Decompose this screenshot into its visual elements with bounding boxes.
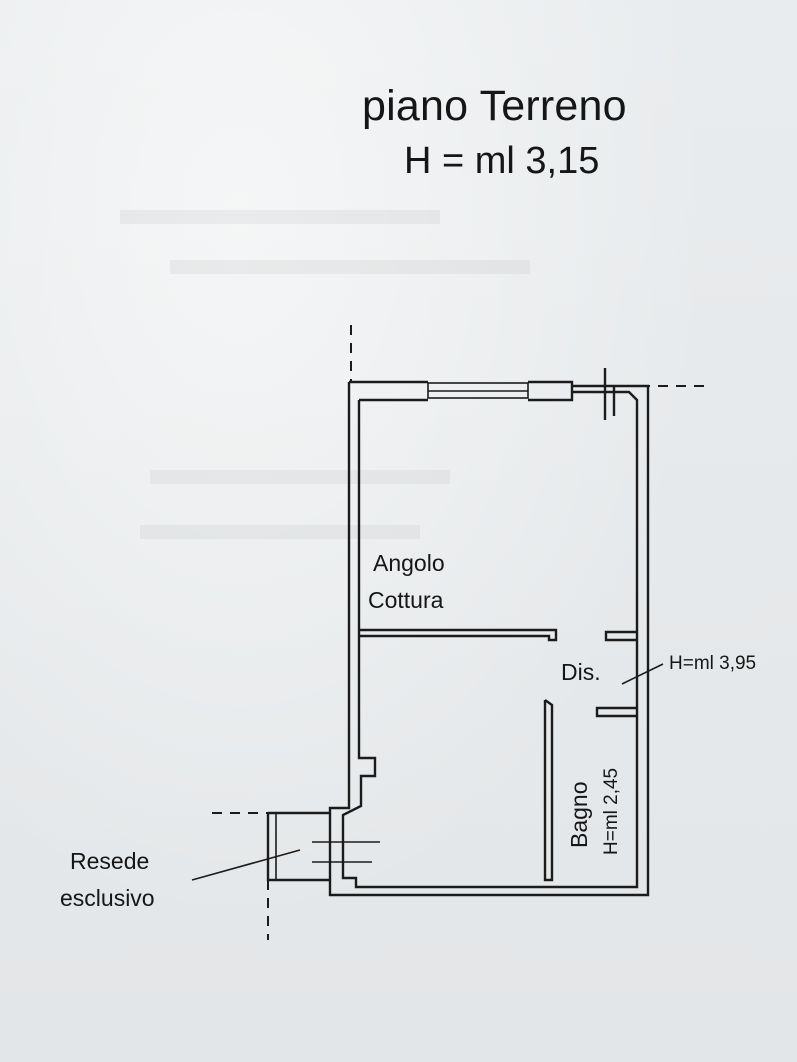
kitchen-label-line2: Cottura bbox=[368, 587, 444, 613]
bathroom-height-label: H=ml 2,45 bbox=[601, 767, 622, 855]
hall-wall-lower bbox=[595, 706, 637, 718]
floor-height: H = ml 3,15 bbox=[404, 140, 600, 182]
yard-label-line1: Resede bbox=[70, 848, 150, 874]
hall-height-label: H=ml 3,95 bbox=[669, 653, 757, 674]
floor-title: piano Terreno bbox=[362, 82, 627, 130]
outer-wall-inner bbox=[341, 390, 639, 889]
resede-leader bbox=[191, 849, 301, 881]
hall-label: Dis. bbox=[561, 659, 601, 685]
outer-wall-outer bbox=[328, 382, 650, 897]
top-wall-pier bbox=[528, 380, 574, 402]
top-wall-left bbox=[349, 380, 428, 402]
bathroom-wall bbox=[543, 699, 554, 882]
partition-wall bbox=[359, 628, 558, 642]
courtyard-outline bbox=[266, 811, 330, 882]
bathroom-label: Bagno bbox=[566, 781, 592, 848]
kitchen-label-line1: Angolo bbox=[373, 550, 445, 576]
yard-label-line2: esclusivo bbox=[60, 885, 155, 911]
hall-wall-upper bbox=[604, 630, 637, 642]
hall-height-leader bbox=[621, 663, 664, 685]
